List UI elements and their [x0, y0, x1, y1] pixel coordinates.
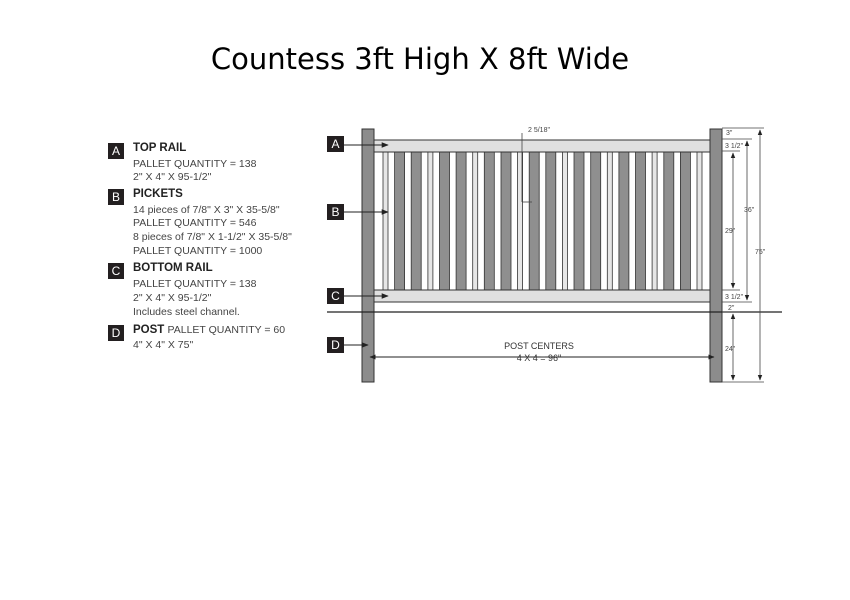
right-post — [709, 128, 723, 383]
picket-narrow — [562, 151, 568, 291]
spacing-label: 2 5/18" — [528, 127, 550, 134]
dim-ground-gap-label: 2" — [728, 305, 735, 312]
post-centers-label: POST CENTERS — [504, 341, 574, 351]
legend-line: PALLET QUANTITY = 546 — [133, 217, 257, 229]
picket-wide — [635, 151, 646, 291]
callout-b-badge — [327, 204, 344, 220]
legend-line: 2" X 4" X 95-1/2" — [133, 292, 212, 304]
callout-b-letter: B — [331, 205, 339, 219]
left-post — [361, 128, 375, 383]
legend-line: PALLET QUANTITY = 138 — [133, 278, 257, 290]
legend-line: PALLET QUANTITY = 138 — [133, 158, 257, 170]
callout-d-badge — [327, 337, 344, 353]
picket-wide — [573, 151, 585, 291]
callout-d-letter: D — [331, 338, 340, 352]
badge-d: D — [108, 325, 124, 341]
picket-wide — [618, 151, 630, 291]
picket-wide — [455, 151, 467, 291]
dim-top-gap-label: 3" — [726, 130, 733, 137]
picket-narrow — [472, 151, 479, 291]
legend-heading-bottom-rail: BOTTOM RAIL — [133, 262, 213, 274]
legend-line: 2" X 4" X 95-1/2" — [133, 171, 212, 183]
post-centers-value: 4 X 4 = 96" — [517, 353, 561, 363]
picket-wide — [394, 151, 406, 291]
picket-narrow — [427, 151, 434, 291]
legend-line: Includes steel channel. — [133, 306, 240, 318]
picket-wide — [500, 151, 512, 291]
dim-top-rail-label: 3 1/2" — [725, 143, 744, 150]
dim-bottom-rail-label: 3 1/2" — [725, 294, 744, 301]
legend-line: 4" X 4" X 75" — [133, 339, 194, 351]
picket-narrow — [696, 151, 703, 291]
picket-narrow — [382, 151, 389, 291]
dim-bury-depth-label: 24" — [725, 346, 736, 353]
callout-c-letter: C — [331, 289, 340, 303]
legend-heading-post: POST PALLET QUANTITY = 60 — [133, 324, 285, 336]
pickets-group — [382, 151, 703, 291]
bottom-rail — [373, 289, 711, 303]
dim-picket-span-label: 29" — [725, 228, 736, 235]
legend-heading-pickets: PICKETS — [133, 188, 183, 200]
badge-c: C — [108, 263, 124, 279]
picket-wide — [663, 151, 675, 291]
page-title: Countess 3ft High X 8ft Wide — [210, 42, 630, 76]
legend-heading-post-label: POST — [133, 324, 165, 336]
dim-fence-height-label: 36" — [744, 207, 755, 214]
picket-wide — [680, 151, 691, 291]
picket-narrow — [651, 151, 658, 291]
dim-post-length-label: 75" — [755, 249, 766, 256]
picket-wide — [545, 151, 557, 291]
top-rail — [373, 139, 711, 153]
picket-wide — [528, 151, 540, 291]
picket-narrow — [606, 151, 613, 291]
legend-heading-top-rail: TOP RAIL — [133, 142, 187, 154]
picket-wide — [590, 151, 602, 291]
legend-line: 14 pieces of 7/8" X 3" X 35-5/8" — [133, 204, 280, 216]
legend-heading-post-quantity: PALLET QUANTITY = 60 — [167, 324, 286, 336]
callout-a-letter: A — [331, 137, 339, 151]
callout-c-badge — [327, 288, 344, 304]
badge-b: B — [108, 189, 124, 205]
legend-line: PALLET QUANTITY = 1000 — [133, 245, 263, 257]
picket-wide — [483, 151, 495, 291]
picket-wide — [439, 151, 450, 291]
picket-wide — [410, 151, 422, 291]
height-dimensions: 3" 3 1/2" 29" 36" 75" 3 1/2" 2" 24" — [722, 127, 766, 383]
badge-a: A — [108, 143, 124, 159]
callout-a-badge — [327, 136, 344, 152]
legend-line: 8 pieces of 7/8" X 1-1/2" X 35-5/8" — [133, 231, 292, 243]
